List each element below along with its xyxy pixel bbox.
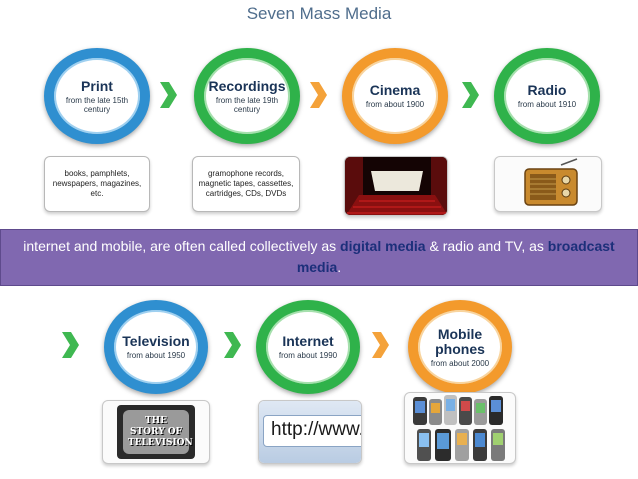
url-text: http://www. <box>271 419 362 440</box>
chevron-right-icon <box>62 332 79 358</box>
chevron-right-icon <box>224 332 241 358</box>
print-caption: books, pamphlets, newspapers, magazines,… <box>44 156 150 212</box>
internet-circle: Internet from about 1990 <box>256 300 360 394</box>
internet-image: http://www. <box>258 400 362 464</box>
chevron-right-icon <box>372 332 389 358</box>
banner-text: internet and mobile, are often called co… <box>23 238 341 254</box>
page-title: Seven Mass Media <box>246 4 392 23</box>
chevron-right-icon <box>462 82 479 108</box>
banner-text: . <box>337 259 342 275</box>
recordings-sub: from the late 19th century <box>215 95 279 114</box>
mobile-title: Mobile phones <box>435 325 485 357</box>
radio-circle: Radio from about 1910 <box>494 48 600 144</box>
radio-title: Radio <box>527 82 567 98</box>
print-sub: from the late 15th century <box>65 95 129 114</box>
recordings-caption: gramophone records, magnetic tapes, cass… <box>192 156 300 212</box>
radio-image <box>494 156 602 212</box>
tv-screen-text: THE STORY OF TELEVISION <box>128 415 193 448</box>
radio-sub: from about 1910 <box>517 100 577 109</box>
television-sub: from about 1950 <box>126 351 186 360</box>
chevron-right-icon <box>310 82 327 108</box>
recordings-circle: Recordings from the late 19th century <box>194 48 300 144</box>
info-banner: internet and mobile, are often called co… <box>0 229 638 286</box>
print-title: Print <box>81 77 113 94</box>
print-circle: Print from the late 15th century <box>44 48 150 144</box>
cinema-image <box>344 156 448 216</box>
television-title: Television <box>122 333 190 349</box>
internet-title: Internet <box>282 333 334 349</box>
television-image: THE STORY OF TELEVISION <box>102 400 210 464</box>
chevron-right-icon <box>160 82 177 108</box>
recordings-title: Recordings <box>208 77 286 94</box>
banner-text: & radio and TV, as <box>425 238 548 254</box>
cinema-circle: Cinema from about 1900 <box>342 48 448 144</box>
television-circle: Television from about 1950 <box>104 300 208 394</box>
broadcast-media-highlight: broadcast media <box>296 238 615 275</box>
mobile-image <box>404 392 516 464</box>
cinema-sub: from about 1900 <box>365 100 425 109</box>
mobile-circle: Mobile phones from about 2000 <box>408 300 512 394</box>
cinema-title: Cinema <box>369 82 421 98</box>
internet-sub: from about 1990 <box>278 351 338 360</box>
mobile-sub: from about 2000 <box>430 358 490 368</box>
digital-media-highlight: digital media <box>340 238 426 254</box>
